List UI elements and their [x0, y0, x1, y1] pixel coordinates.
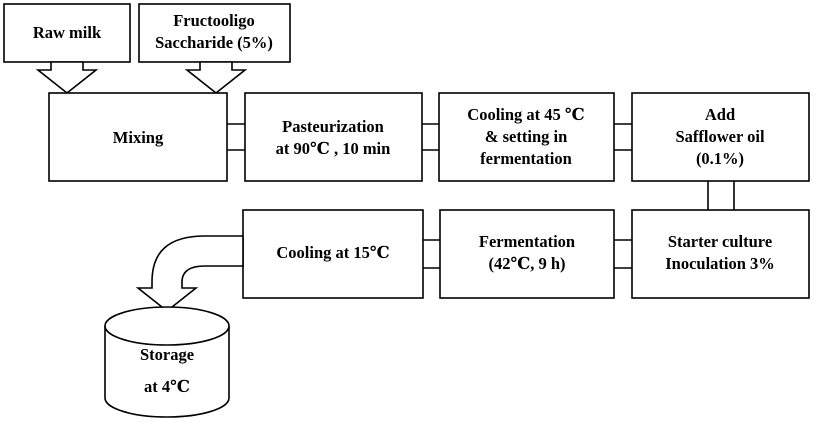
cooling-45-box — [438, 92, 615, 182]
cooling-45-label-line2: & setting in — [485, 127, 568, 146]
mixing-box — [48, 92, 228, 182]
fos-label-line1: Fructooligo — [173, 11, 255, 30]
fructooligosaccharide-box — [138, 3, 291, 63]
cooling-45-label-line3: fermentation — [480, 149, 572, 168]
connector-add-starter — [707, 181, 735, 210]
starter-label-line1: Starter culture — [668, 232, 772, 251]
add-label-line2: Safflower oil — [675, 127, 764, 146]
mixing-label: Mixing — [113, 128, 164, 147]
raw-milk-label: Raw milk — [33, 23, 102, 42]
fos-arrow — [184, 61, 248, 95]
pasteurization-label-line2: at 90℃ , 10 min — [276, 139, 391, 158]
starter-culture-box — [631, 209, 810, 299]
connector-starter-fermentation — [614, 239, 632, 269]
storage-cylinder — [104, 306, 230, 418]
storage-label-line2: at 4℃ — [144, 377, 190, 396]
fos-label-line2: Saccharide (5%) — [155, 33, 273, 52]
raw-milk-box — [3, 3, 131, 63]
cooling-45-label-line1: Cooling at 45 ℃ — [467, 105, 584, 124]
pasteurization-box — [244, 92, 423, 182]
starter-label-line2: Inoculation 3% — [665, 254, 775, 273]
connector-fermentation-cooling15 — [423, 239, 440, 269]
add-label-line3: (0.1%) — [696, 149, 744, 168]
connector-pasteurization-cooling45 — [422, 123, 439, 151]
raw-milk-arrow — [35, 61, 99, 95]
cooling-15-label: Cooling at 15℃ — [276, 243, 389, 262]
fermentation-label-line1: Fermentation — [479, 232, 575, 251]
fermentation-label-line2: (42℃, 9 h) — [488, 254, 565, 273]
fermentation-box — [439, 209, 615, 299]
add-label-line1: Add — [705, 105, 735, 124]
storage-label-line1: Storage — [140, 345, 194, 364]
connector-cooling45-add — [614, 123, 632, 151]
connector-mixing-pasteurization — [227, 123, 245, 151]
curved-arrow-to-storage — [135, 235, 244, 313]
pasteurization-label-line1: Pasteurization — [282, 117, 384, 136]
cooling-15-box — [242, 209, 424, 299]
add-safflower-oil-box — [631, 92, 810, 182]
